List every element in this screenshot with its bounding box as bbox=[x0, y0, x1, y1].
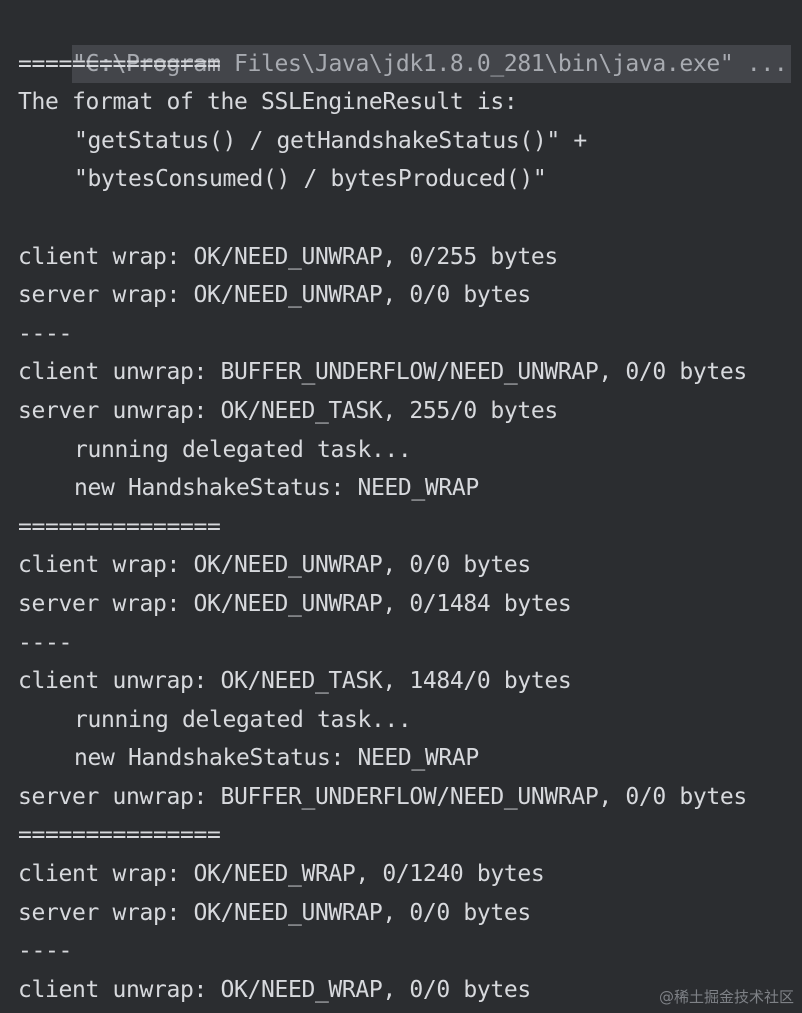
output-line: =============== bbox=[18, 513, 221, 540]
command-line-row: "C:\Program Files\Java\jdk1.8.0_281\bin\… bbox=[0, 6, 802, 84]
output-line: new HandshakeStatus: NEED_WRAP bbox=[74, 475, 479, 502]
output-line: server unwrap: BUFFER_UNDERFLOW/NEED_UNW… bbox=[18, 783, 747, 810]
output-line: ---- bbox=[18, 629, 72, 656]
output-line: ---- bbox=[18, 320, 72, 347]
output-line: server unwrap: OK/NEED_TASK, 255/0 bytes bbox=[18, 397, 558, 424]
output-line: ---- bbox=[18, 938, 72, 965]
output-line: client unwrap: OK/NEED_WRAP, 0/0 bytes bbox=[18, 976, 531, 1003]
output-line: =============== bbox=[18, 50, 221, 77]
output-line: client wrap: OK/NEED_UNWRAP, 0/0 bytes bbox=[18, 552, 531, 579]
output-line: client wrap: OK/NEED_WRAP, 0/1240 bytes bbox=[18, 861, 545, 888]
output-line: new HandshakeStatus: NEED_WRAP bbox=[74, 745, 479, 772]
output-line: server wrap: OK/NEED_UNWRAP, 0/0 bytes bbox=[18, 282, 531, 309]
output-line: The format of the SSLEngineResult is: bbox=[18, 89, 518, 116]
output-line: "bytesConsumed() / bytesProduced()" bbox=[74, 166, 547, 193]
output-line: running delegated task... bbox=[74, 706, 412, 733]
output-line: client unwrap: OK/NEED_TASK, 1484/0 byte… bbox=[18, 668, 572, 695]
output-line: running delegated task... bbox=[74, 436, 412, 463]
output-line: server wrap: OK/NEED_UNWRAP, 0/0 bytes bbox=[18, 899, 531, 926]
output-line: server wrap: OK/NEED_UNWRAP, 0/1484 byte… bbox=[18, 590, 572, 617]
watermark: @稀土掘金技术社区 bbox=[658, 988, 794, 1006]
output-lines: =============== The format of the SSLEngi… bbox=[0, 45, 802, 1010]
blank-line bbox=[0, 199, 802, 238]
output-line: client wrap: OK/NEED_UNWRAP, 0/255 bytes bbox=[18, 243, 558, 270]
output-line: "getStatus() / getHandshakeStatus()" + bbox=[74, 127, 587, 154]
output-line: client unwrap: BUFFER_UNDERFLOW/NEED_UNW… bbox=[18, 359, 747, 386]
command-line[interactable]: "C:\Program Files\Java\jdk1.8.0_281\bin\… bbox=[72, 44, 792, 84]
output-line: =============== bbox=[18, 822, 221, 849]
